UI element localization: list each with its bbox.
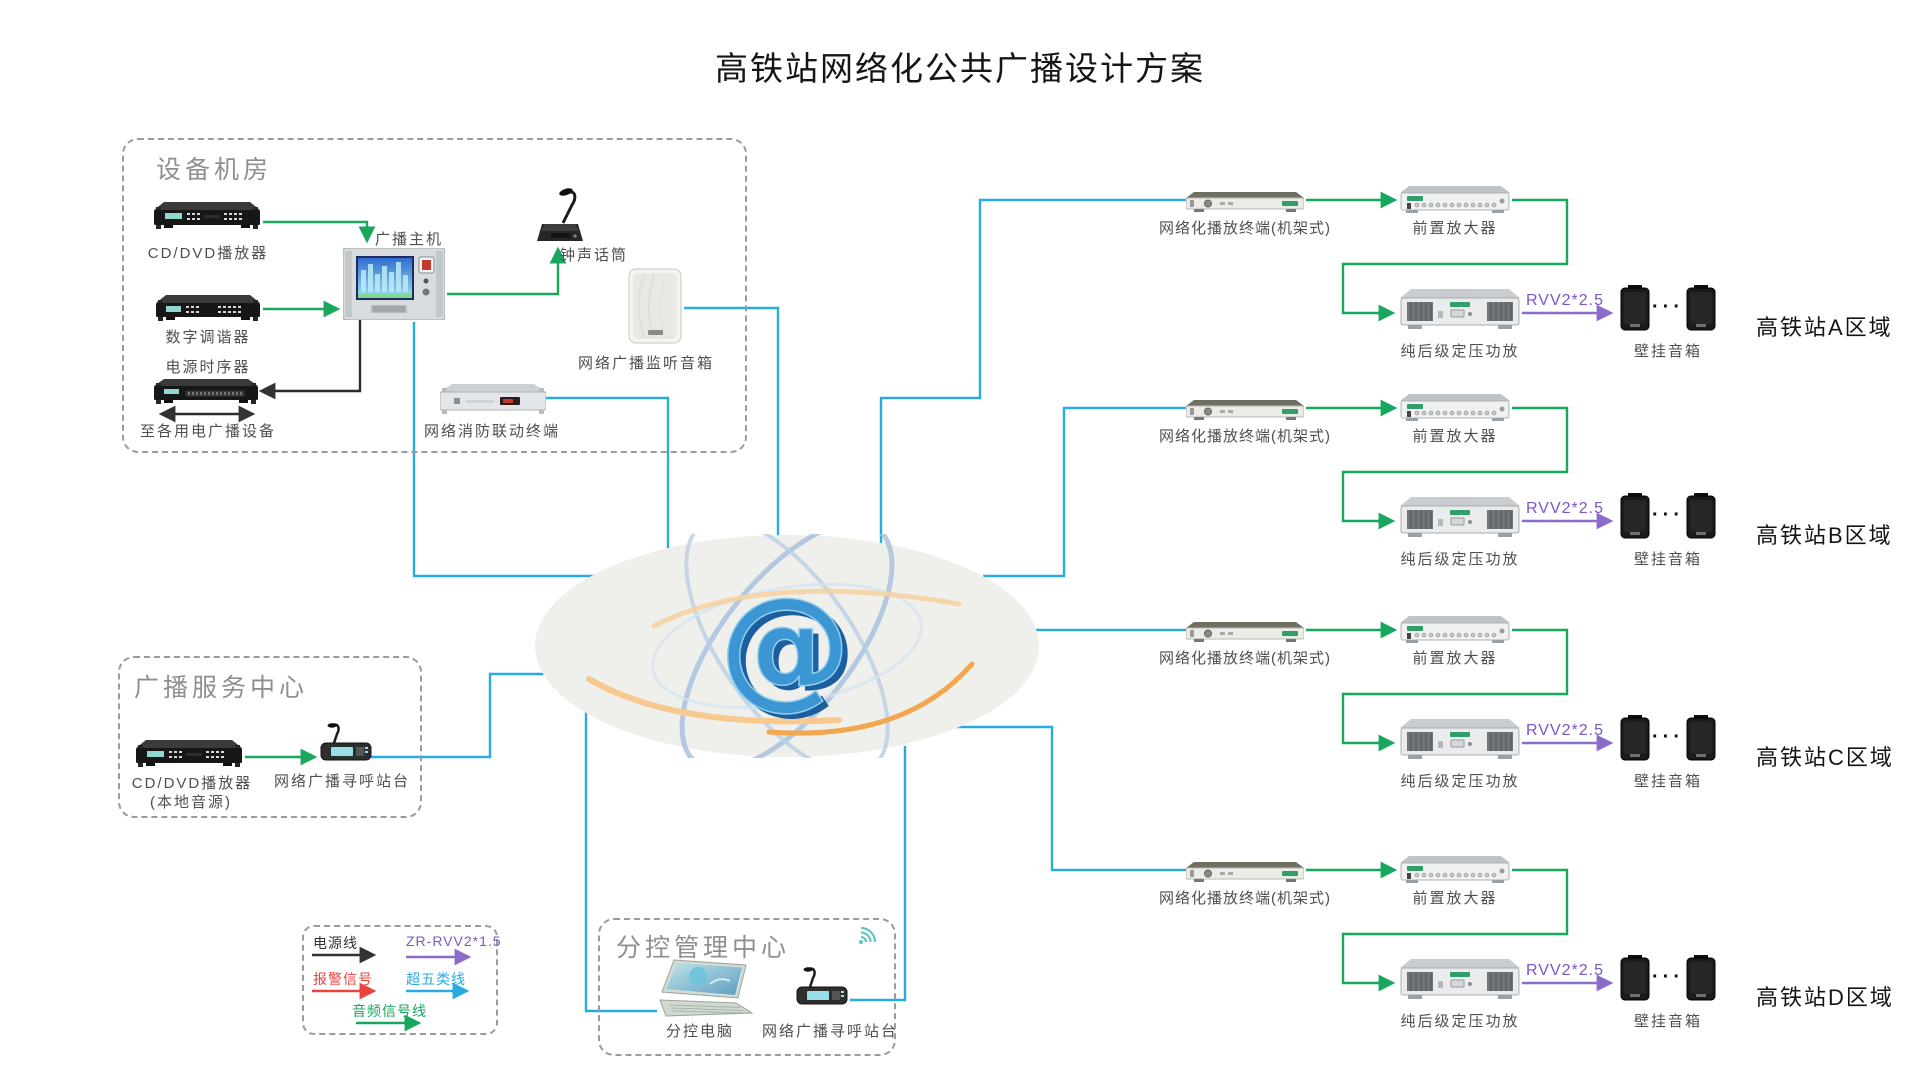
preamp-device xyxy=(1400,186,1510,213)
speaker-ellipsis: ··· xyxy=(1652,966,1684,988)
service-cd-player-device xyxy=(136,740,242,767)
net-playback-terminal-device xyxy=(1186,400,1304,420)
speaker-cable-label: RVV2*2.5 xyxy=(1526,722,1604,739)
monitor-speaker-device xyxy=(628,268,682,344)
digital-tuner-device xyxy=(156,295,260,321)
wall-speaker-icon xyxy=(1686,715,1716,761)
wifi-icon xyxy=(859,926,877,944)
power-lines xyxy=(158,320,362,423)
net-playback-terminal-label: 网络化播放终端(机架式) xyxy=(1159,890,1331,907)
preamp-label: 前置放大器 xyxy=(1412,650,1498,667)
equipment-room-title: 设备机房 xyxy=(156,156,273,184)
wall-speakers-label: 壁挂音箱 xyxy=(1633,1013,1703,1030)
page-title: 高铁站网络化公共广播设计方案 xyxy=(715,50,1205,87)
preamp-label: 前置放大器 xyxy=(1412,220,1498,237)
speaker-ellipsis: ··· xyxy=(1652,296,1684,318)
service-paging-station-label: 网络广播寻呼站台 xyxy=(273,773,411,790)
speaker-cable-label: RVV2*2.5 xyxy=(1526,962,1604,979)
net-playback-terminal-label: 网络化播放终端(机架式) xyxy=(1159,220,1331,237)
monitor-speaker-label: 网络广播监听音箱 xyxy=(577,355,715,372)
net-playback-terminal-label: 网络化播放终端(机架式) xyxy=(1159,650,1331,667)
chime-mic-label: 钟声话筒 xyxy=(559,247,629,264)
wall-speaker-icon xyxy=(1620,715,1650,761)
broadcast-host-label: 广播主机 xyxy=(374,231,444,248)
cat5-lines xyxy=(371,198,1186,1013)
chime-mic-device xyxy=(537,188,583,241)
power-sequencer-label: 电源时序器 xyxy=(165,359,251,376)
power-amp-device xyxy=(1400,289,1520,329)
net-playback-terminal-label: 网络化播放终端(机架式) xyxy=(1159,428,1331,445)
service-cd-player-note: (本地音源) xyxy=(150,794,232,811)
wall-speaker-icon xyxy=(1620,493,1650,539)
at-symbol-icon: @ xyxy=(719,569,851,723)
net-playback-terminal-device xyxy=(1186,192,1304,212)
cd-dvd-player-device xyxy=(154,202,260,229)
audio-lines xyxy=(245,191,1569,992)
power-amp-label: 纯后级定压功放 xyxy=(1400,773,1520,790)
wall-speakers-label: 壁挂音箱 xyxy=(1633,343,1703,360)
speaker-cable-label: RVV2*2.5 xyxy=(1526,292,1604,309)
fire-terminal-device xyxy=(440,384,546,414)
fire-terminal-label: 网络消防联动终端 xyxy=(423,423,561,440)
net-playback-terminal-device xyxy=(1186,862,1304,882)
preamp-label: 前置放大器 xyxy=(1412,428,1498,445)
preamp-device xyxy=(1400,856,1510,883)
speaker-cable-label: RVV2*2.5 xyxy=(1526,500,1604,517)
service-center-title: 广播服务中心 xyxy=(134,674,309,702)
zone-d-label: 高铁站D区域 xyxy=(1756,985,1894,1010)
subcontrol-paging-station-device xyxy=(796,967,848,1005)
wall-speaker-icon xyxy=(1686,493,1716,539)
wall-speakers-label: 壁挂音箱 xyxy=(1633,773,1703,790)
legend-alarm-signal: 报警信号 xyxy=(313,971,373,987)
digital-tuner-label: 数字调谐器 xyxy=(165,329,251,346)
power-sequencer-device xyxy=(154,379,258,404)
net-playback-terminal-device xyxy=(1186,622,1304,642)
power-amp-label: 纯后级定压功放 xyxy=(1400,1013,1520,1030)
power-amp-label: 纯后级定压功放 xyxy=(1400,551,1520,568)
equipment-room-box xyxy=(122,138,747,453)
power-amp-device xyxy=(1400,719,1520,759)
service-center-box xyxy=(118,656,422,818)
speaker-ellipsis: ··· xyxy=(1652,504,1684,526)
legend-arrows xyxy=(312,946,472,1032)
zone-c-label: 高铁站C区域 xyxy=(1756,745,1894,770)
service-paging-station-device xyxy=(320,723,372,761)
wall-speaker-icon xyxy=(1686,285,1716,331)
wall-speaker-icon xyxy=(1620,955,1650,1001)
at-symbol-shadow: @ xyxy=(725,574,857,728)
subcontrol-paging-station-label: 网络广播寻呼站台 xyxy=(761,1023,899,1040)
power-amp-device xyxy=(1400,959,1520,999)
powered-devices-note: 至各用电广播设备 xyxy=(139,423,277,440)
legend-power-line: 电源线 xyxy=(313,935,358,951)
broadcast-host-device xyxy=(343,248,445,320)
preamp-device xyxy=(1400,616,1510,643)
legend-box xyxy=(302,925,498,1035)
wall-speakers-label: 壁挂音箱 xyxy=(1633,551,1703,568)
legend-zr-rvv-line: ZR-RVV2*1.5 xyxy=(406,933,502,949)
subcontrol-computer-device xyxy=(659,959,754,1017)
subcontrol-center-box xyxy=(598,918,896,1056)
legend-audio-line: 音频信号线 xyxy=(352,1003,427,1019)
zone-a-label: 高铁站A区域 xyxy=(1756,315,1893,340)
power-amp-device xyxy=(1400,497,1520,537)
subcontrol-center-title: 分控管理中心 xyxy=(616,934,791,962)
preamp-device xyxy=(1400,394,1510,421)
speaker-cables xyxy=(1522,304,1614,992)
network-cloud: @ @ xyxy=(535,534,1039,758)
zone-b-label: 高铁站B区域 xyxy=(1756,523,1893,548)
subcontrol-computer-label: 分控电脑 xyxy=(665,1023,735,1040)
preamp-label: 前置放大器 xyxy=(1412,890,1498,907)
speaker-ellipsis: ··· xyxy=(1652,726,1684,748)
cd-dvd-player-label: CD/DVD播放器 xyxy=(147,245,269,262)
service-cd-player-label: CD/DVD播放器 xyxy=(131,775,253,792)
wall-speaker-icon xyxy=(1620,285,1650,331)
legend-cat5-line: 超五类线 xyxy=(406,971,466,987)
power-amp-label: 纯后级定压功放 xyxy=(1400,343,1520,360)
wall-speaker-icon xyxy=(1686,955,1716,1001)
